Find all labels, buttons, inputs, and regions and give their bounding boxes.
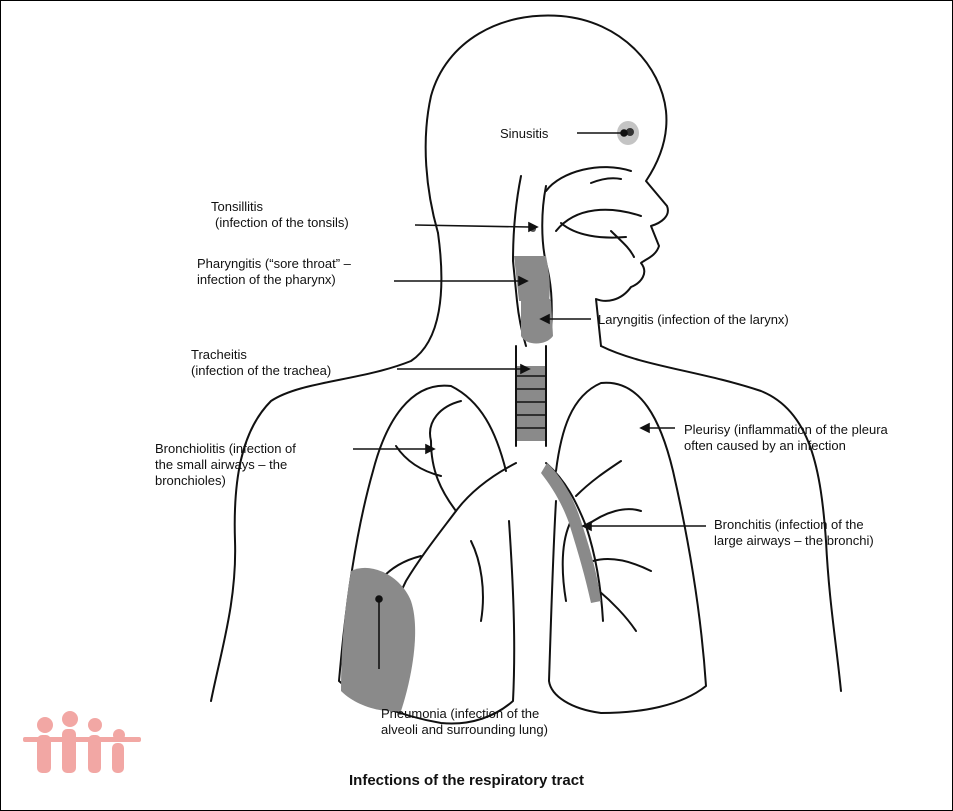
label-sinusitis: Sinusitis — [500, 126, 548, 142]
nasal-cavity — [546, 167, 641, 257]
label-laryngitis: Laryngitis (infection of the larynx) — [598, 312, 789, 328]
label-pharyngitis: Pharyngitis (“sore throat” – infection o… — [197, 256, 351, 288]
label-tonsillitis: Tonsillitis (infection of the tonsils) — [211, 199, 349, 231]
diagram-caption: Infections of the respiratory tract — [349, 772, 584, 789]
label-bronchiolitis: Bronchiolitis (infection of the small ai… — [155, 441, 296, 489]
watermark-logo-icon — [15, 707, 145, 797]
pneumonia-shade — [341, 568, 415, 711]
bronchitis-shade — [541, 463, 601, 603]
label-pleurisy: Pleurisy (inflammation of the pleura oft… — [684, 422, 888, 454]
label-bronchitis: Bronchitis (infection of the large airwa… — [714, 517, 874, 549]
label-pneumonia: Pneumonia (infection of the alveoli and … — [381, 706, 548, 738]
tonsillitis-pointer — [415, 225, 529, 227]
right-branches — [563, 461, 651, 631]
label-tracheitis: Tracheitis (infection of the trachea) — [191, 347, 331, 379]
right-lung-outline — [549, 383, 706, 713]
trachea-shade — [517, 366, 545, 441]
